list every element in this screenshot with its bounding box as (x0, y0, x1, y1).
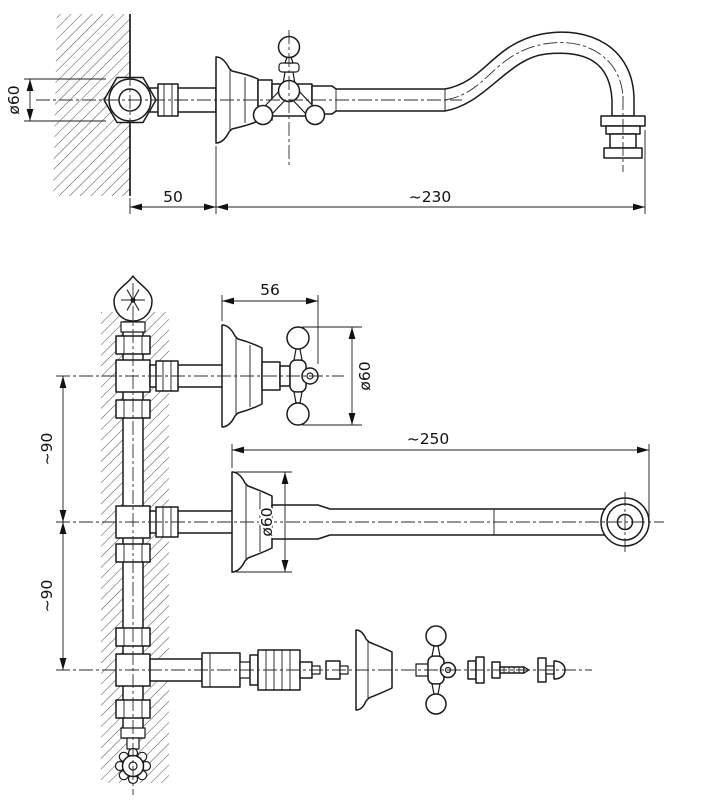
dim-label-flange-diameter: ø60 (258, 507, 276, 536)
handle-ball-top (286, 326, 310, 350)
cross-handle-side (252, 35, 326, 126)
dim-inlet-diameter: ø60 (3, 78, 106, 122)
dim-flange-diameter: ø60 (236, 471, 292, 573)
dim-spacing-lower: ~90 (36, 522, 67, 670)
dim-label-spout-reach-plan: ~250 (407, 430, 450, 448)
plan-view: 56 ø60 ø60 ~250 ~90 ~90 (36, 275, 664, 795)
dim-label-inlet-diameter: ø60 (5, 85, 23, 114)
dim-spout-reach-plan: ~250 (231, 428, 650, 518)
dim-label-spacing-lower: ~90 (38, 580, 56, 613)
dim-label-spout-reach-side: ~230 (409, 188, 452, 206)
rough-in-body (201, 652, 241, 688)
handle-ball-bottom (286, 402, 310, 426)
dim-handle-depth: 56 (221, 279, 319, 364)
wall-hatch-side (53, 14, 130, 196)
dim-wall-offset: 50 (129, 130, 646, 214)
dim-label-spacing-upper: ~90 (38, 433, 56, 466)
dim-handle-diameter: ø60 (302, 326, 376, 426)
dim-spout-reach-side: ~230 (216, 186, 645, 211)
dim-label-handle-depth: 56 (260, 281, 280, 299)
dim-spacing-upper: ~90 (36, 376, 67, 522)
handle-ball-left (252, 104, 274, 126)
side-view: ø60 50 ~230 (3, 14, 646, 214)
dim-label-handle-diameter: ø60 (356, 361, 374, 390)
centerline-spout-curve (444, 42, 624, 101)
handle-ball-right (304, 104, 326, 126)
dim-label-wall-offset: 50 (163, 188, 183, 206)
